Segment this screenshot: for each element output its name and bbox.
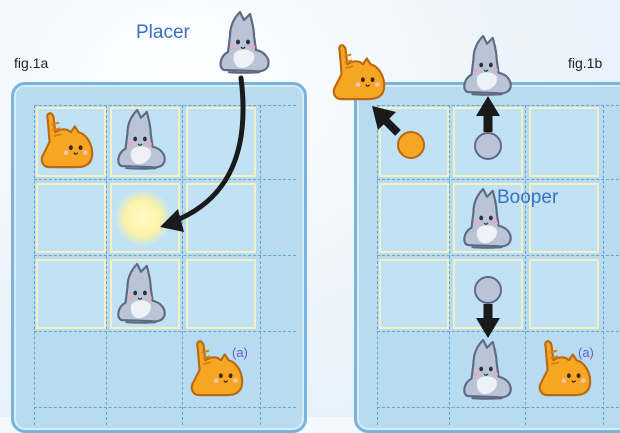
- placement-target-glow: [115, 190, 171, 246]
- placement-arrow: [169, 75, 246, 225]
- boop-arrow-up-left: [383, 118, 401, 136]
- cell-r2c3[interactable]: [529, 183, 599, 253]
- boop-arrowhead-up-left: [372, 106, 396, 130]
- cell-r2c1[interactable]: [36, 183, 106, 253]
- boop-arrowhead-up: [476, 96, 500, 116]
- placement-arrowhead: [160, 209, 184, 232]
- fig-1b-label: fig.1b: [568, 55, 603, 71]
- cell-r3c1[interactable]: [379, 259, 449, 329]
- cell-r3c3[interactable]: [186, 259, 256, 329]
- boop-start-orange: [397, 131, 425, 159]
- cell-r1c3[interactable]: [529, 107, 599, 177]
- fig-1a-label: fig.1a: [14, 55, 49, 71]
- cell-r3c3[interactable]: [529, 259, 599, 329]
- placer-callout: Placer: [136, 22, 190, 43]
- boop-start-grey-top: [474, 132, 502, 160]
- piece-tag-a: (a): [232, 345, 248, 360]
- booper-callout: Booper: [497, 187, 559, 208]
- cell-r3c1[interactable]: [36, 259, 106, 329]
- movement-overlay: [160, 75, 502, 338]
- piece-tag-a: (a): [578, 345, 594, 360]
- cell-r2c1[interactable]: [379, 183, 449, 253]
- boop-arrowhead-down: [476, 318, 500, 338]
- boop-start-grey-bottom: [474, 276, 502, 304]
